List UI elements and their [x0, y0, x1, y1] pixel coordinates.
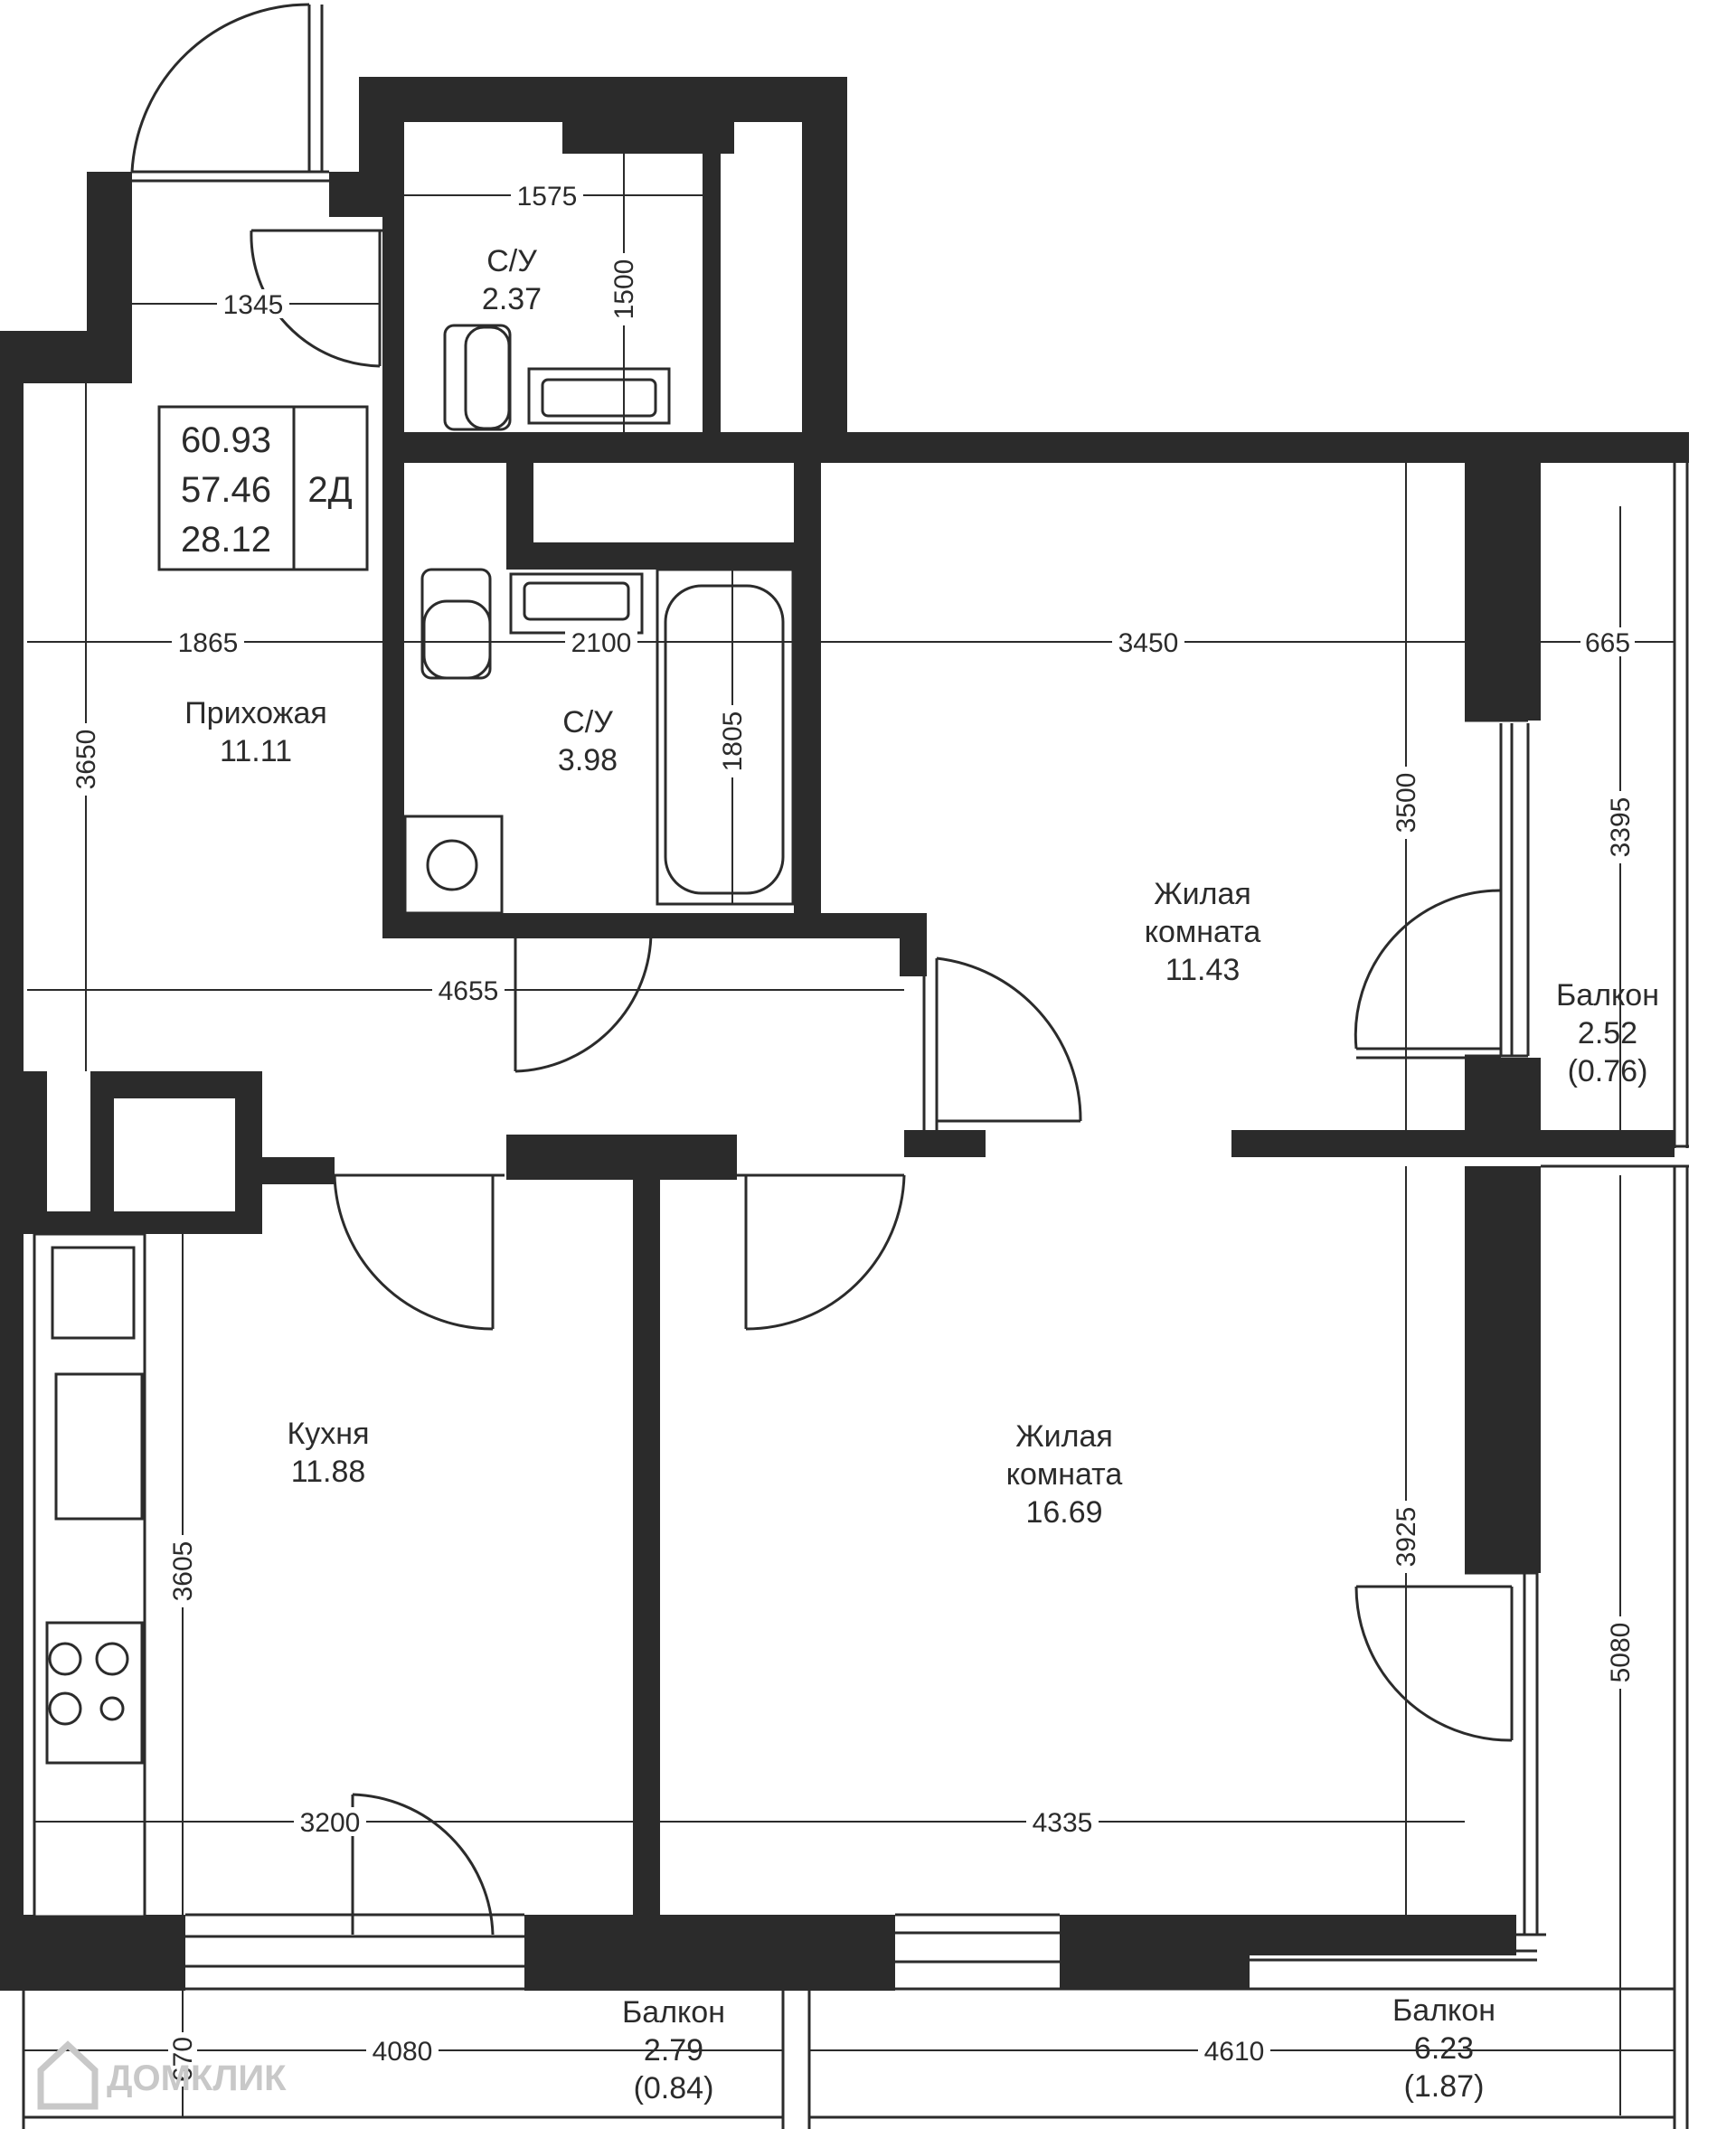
- dim-3200: 3200: [300, 1808, 361, 1838]
- dim-670: 670: [168, 2037, 198, 2082]
- room-balcony-kitchen-name: Балкон: [622, 1995, 725, 2030]
- room-balcony-right-coef: (0.76): [1568, 1054, 1648, 1088]
- dim-1575: 1575: [517, 182, 578, 212]
- room-balcony-right-area: 2.52: [1578, 1016, 1637, 1050]
- room-living-2-name-1: Жилая: [1015, 1419, 1113, 1454]
- dim-665: 665: [1585, 628, 1630, 658]
- room-living-2-name-2: комната: [1006, 1457, 1123, 1492]
- room-living-1-name-2: комната: [1145, 915, 1261, 949]
- dim-1500: 1500: [609, 259, 639, 320]
- dim-3395: 3395: [1606, 797, 1636, 858]
- dim-1865: 1865: [178, 628, 239, 658]
- dimension-labels-vertical: 1500 3650 1805 3500 3395 3605 3925 5080 …: [71, 253, 1636, 2087]
- dim-4655: 4655: [439, 976, 499, 1006]
- living-area-total: 57.46: [181, 470, 271, 510]
- dim-1345: 1345: [223, 290, 284, 320]
- dim-3650: 3650: [71, 730, 101, 790]
- room-living-1-name-1: Жилая: [1154, 877, 1251, 911]
- dim-3450: 3450: [1118, 628, 1179, 658]
- room-living-2-area: 16.69: [1025, 1495, 1102, 1530]
- dim-4610: 4610: [1204, 2037, 1265, 2067]
- walls: [0, 77, 1689, 1991]
- living-rooms-area: 28.12: [181, 520, 271, 560]
- dim-4080: 4080: [373, 2037, 433, 2067]
- room-bath-main-name: С/У: [562, 705, 613, 739]
- room-balcony-right-name: Балкон: [1556, 978, 1659, 1013]
- dim-3605: 3605: [168, 1541, 198, 1602]
- total-area: 60.93: [181, 420, 271, 460]
- room-balcony-big-name: Балкон: [1392, 1993, 1495, 2028]
- dim-1805: 1805: [718, 711, 748, 772]
- room-balcony-big-coef: (1.87): [1404, 2069, 1485, 2104]
- room-balcony-kitchen-area: 2.79: [644, 2033, 703, 2068]
- dim-5080: 5080: [1606, 1623, 1636, 1683]
- room-bath-small-area: 2.37: [482, 282, 542, 316]
- room-kitchen-name: Кухня: [288, 1417, 370, 1451]
- dim-4335: 4335: [1033, 1808, 1093, 1838]
- summary-box: [157, 405, 369, 571]
- room-hall-name: Прихожая: [184, 696, 327, 730]
- watermark: ДОМКЛИК: [37, 2040, 287, 2110]
- room-hall-area: 11.11: [220, 734, 292, 768]
- dimension-labels: 1575 1345 1865 2100 3450 665 4655 3200 4…: [172, 181, 1635, 2067]
- room-living-1-area: 11.43: [1165, 953, 1241, 987]
- room-balcony-big-area: 6.23: [1414, 2031, 1474, 2066]
- dim-3925: 3925: [1392, 1507, 1421, 1568]
- room-balcony-kitchen-coef: (0.84): [634, 2071, 714, 2105]
- thin-lines: [22, 3, 1689, 2129]
- room-kitchen-area: 11.88: [291, 1455, 366, 1489]
- room-bath-main-area: 3.98: [558, 743, 618, 777]
- dim-3500: 3500: [1392, 773, 1421, 834]
- dim-2100: 2100: [571, 628, 632, 658]
- room-bath-small-name: С/У: [486, 244, 537, 278]
- watermark-text: ДОМКЛИК: [107, 2058, 287, 2098]
- apartment-type: 2Д: [307, 470, 352, 510]
